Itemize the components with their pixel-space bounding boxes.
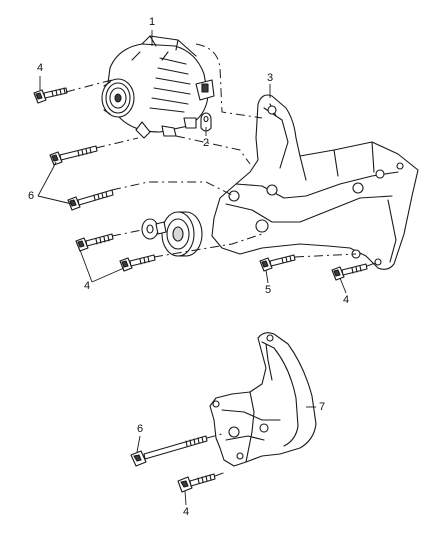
spacer-bushing — [200, 112, 212, 132]
bolt-5 — [259, 254, 296, 272]
bolt-4-top — [33, 87, 68, 104]
bolt-4-low — [119, 254, 156, 272]
callout-6-top: 6 — [28, 190, 34, 202]
lower-alignment-lines — [206, 433, 227, 477]
callout-1: 1 — [149, 16, 155, 28]
bolt-4-right — [331, 263, 368, 281]
callout-6-bottom: 6 — [137, 423, 143, 435]
bolt-4-mid-left — [75, 233, 114, 252]
alignment-lines — [65, 43, 379, 267]
callout-2: 2 — [203, 137, 209, 149]
bolt-6-long — [130, 435, 208, 467]
callout-4-mid: 4 — [84, 280, 90, 292]
callout-4-right: 4 — [343, 294, 349, 306]
idler-pulley — [141, 211, 203, 257]
bolt-6-upper — [49, 145, 98, 166]
leader-lines — [37, 30, 347, 506]
callout-3: 3 — [267, 72, 273, 84]
bolt-6-lower — [67, 189, 114, 211]
mounting-bracket — [211, 94, 419, 270]
callout-7: 7 — [319, 401, 325, 413]
lower-bracket — [209, 332, 317, 467]
callout-5: 5 — [265, 284, 271, 296]
callout-4-top: 4 — [37, 62, 43, 74]
alternator — [101, 35, 215, 139]
bolt-4-lower — [177, 473, 216, 493]
callout-4-bottom: 4 — [183, 506, 189, 518]
